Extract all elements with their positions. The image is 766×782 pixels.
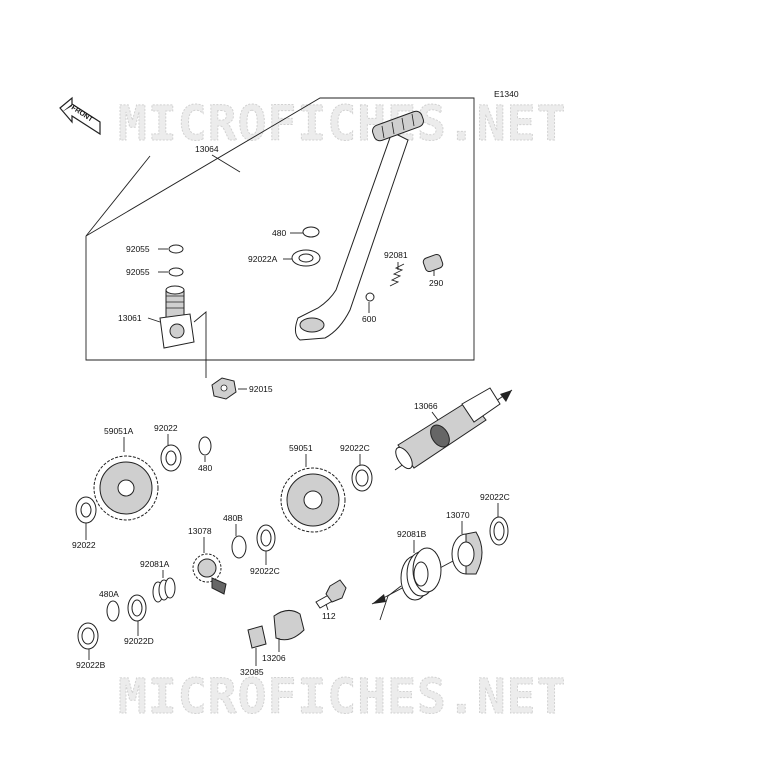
leader-13064 <box>85 155 151 237</box>
watermark-top: MICROFICHES.NET <box>118 96 566 152</box>
front-arrow-icon: FRONT <box>59 96 101 136</box>
ratchet-13078 <box>192 553 227 595</box>
label-13066: 13066 <box>414 401 438 411</box>
stopper-32085 <box>247 625 267 649</box>
assembly-outline <box>85 97 475 361</box>
diagram-code: E1340 <box>494 89 519 99</box>
label-59051A: 59051A <box>104 426 134 436</box>
ring-480A <box>106 600 120 622</box>
label-290: 290 <box>429 278 443 288</box>
label-92022-left: 92022 <box>72 540 96 550</box>
label-480-mid: 480 <box>198 463 212 473</box>
o-ring-92055-b <box>168 267 184 277</box>
plug-290 <box>422 253 444 273</box>
gear-59051A <box>93 455 159 521</box>
label-112: 112 <box>322 611 336 621</box>
label-13206: 13206 <box>262 653 286 663</box>
label-92022C-right: 92022C <box>480 492 510 502</box>
label-59051: 59051 <box>289 443 313 453</box>
shaft-13061 <box>159 285 195 349</box>
ring-480-top <box>302 226 320 238</box>
ball-600 <box>365 292 375 302</box>
bolt-112 <box>315 579 347 609</box>
o-ring-92055-a <box>168 244 184 254</box>
label-13070: 13070 <box>446 510 470 520</box>
spring-92081A <box>152 577 176 603</box>
label-13064: 13064 <box>195 144 219 154</box>
label-13061: 13061 <box>118 313 142 323</box>
ring-480-mid <box>198 436 212 456</box>
label-92055-a: 92055 <box>126 244 150 254</box>
label-92022D: 92022D <box>124 636 154 646</box>
label-92081B: 92081B <box>397 529 427 539</box>
spring-92081 <box>389 263 405 287</box>
label-92081A: 92081A <box>140 559 170 569</box>
label-92081: 92081 <box>384 250 408 260</box>
plate-13206 <box>273 610 305 641</box>
ring-480B <box>231 535 247 559</box>
gear-59051 <box>280 467 346 533</box>
kick-shaft-13066 <box>394 387 513 471</box>
label-480B: 480B <box>223 513 243 523</box>
label-600: 600 <box>362 314 376 324</box>
label-92022B: 92022B <box>76 660 106 670</box>
watermark-bottom: MICROFICHES.NET <box>118 669 566 725</box>
label-92022-top: 92022 <box>154 423 178 433</box>
label-92022C-mid: 92022C <box>340 443 370 453</box>
holder-13070 <box>451 531 483 575</box>
label-480-top: 480 <box>272 228 286 238</box>
label-92055-b: 92055 <box>126 267 150 277</box>
label-92022C-below: 92022C <box>250 566 280 576</box>
label-92015: 92015 <box>249 384 273 394</box>
label-92022A: 92022A <box>248 254 278 264</box>
kick-pedal-arm <box>294 110 424 341</box>
spring-92081B <box>371 547 471 621</box>
label-13078: 13078 <box>188 526 212 536</box>
label-480A: 480A <box>99 589 119 599</box>
label-32085: 32085 <box>240 667 264 677</box>
